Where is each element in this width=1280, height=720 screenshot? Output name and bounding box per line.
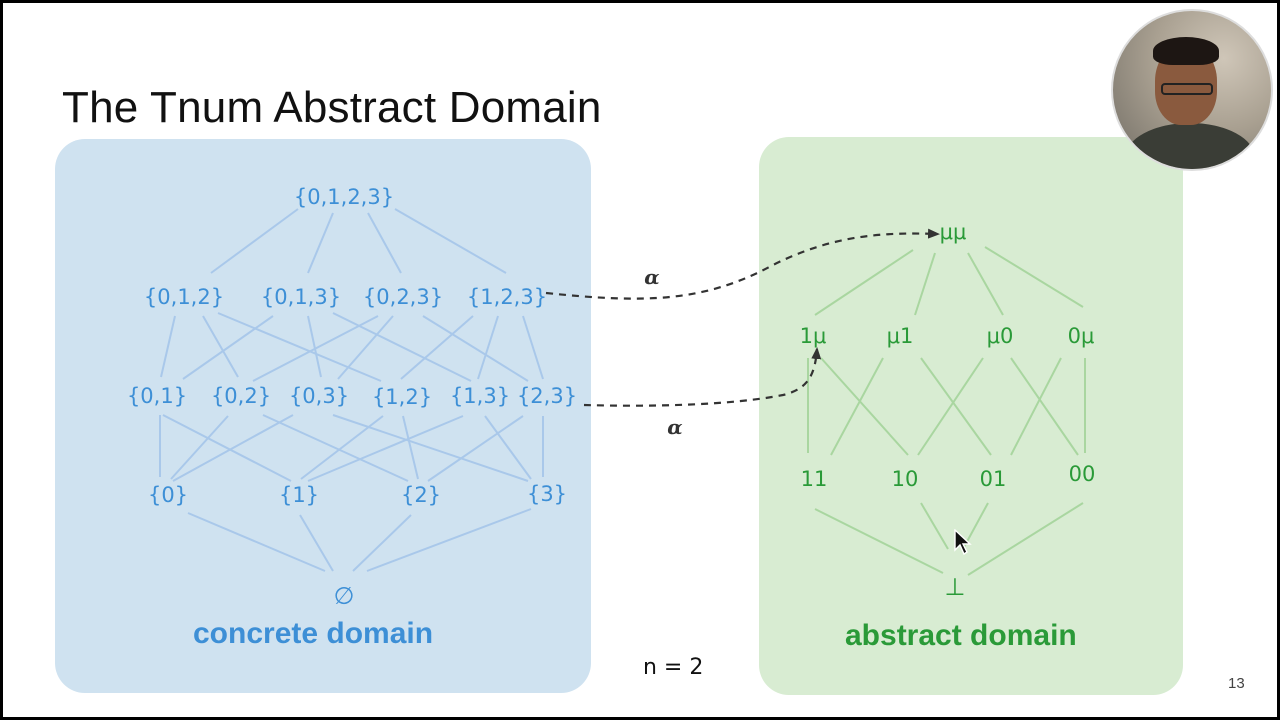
node-set-123: {1,2,3} <box>467 285 547 309</box>
node-tnum-0mu: 0μ <box>1068 324 1095 348</box>
node-set-12: {1,2} <box>372 385 432 409</box>
webcam-presenter <box>1111 9 1273 171</box>
concrete-nodes: {0,1,2,3} {0,1,2} {0,1,3} {0,2,3} {1,2,3… <box>127 185 577 610</box>
node-tnum-top: μμ <box>940 220 967 244</box>
alpha-arrow-23-to-1mu <box>583 347 822 407</box>
node-set-1: {1} <box>279 483 319 507</box>
bit-width-label: n = 2 <box>643 655 704 680</box>
abstract-domain-panel <box>759 137 1183 695</box>
node-empty-set: ∅ <box>334 582 355 610</box>
alpha-mappings: α α <box>545 228 940 439</box>
slide: The Tnum Abstract Domain <box>3 3 1277 717</box>
node-set-13: {1,3} <box>450 384 510 408</box>
lattice-diagram: {0,1,2,3} {0,1,2} {0,1,3} {0,2,3} {1,2,3… <box>127 185 1096 610</box>
node-tnum-00: 00 <box>1069 462 1096 486</box>
node-tnum-mu1: μ1 <box>887 324 914 348</box>
concrete-domain-label: concrete domain <box>193 617 434 650</box>
node-set-023: {0,2,3} <box>363 285 443 309</box>
node-set-2: {2} <box>401 483 441 507</box>
node-set-3: {3} <box>527 482 567 506</box>
node-set-0123: {0,1,2,3} <box>294 185 394 209</box>
node-set-01: {0,1} <box>127 384 187 408</box>
node-set-012: {0,1,2} <box>144 285 224 309</box>
node-tnum-11: 11 <box>801 467 828 491</box>
node-tnum-10: 10 <box>892 467 919 491</box>
node-set-03: {0,3} <box>289 384 349 408</box>
node-set-0: {0} <box>148 483 188 507</box>
node-tnum-1mu: 1μ <box>800 324 827 348</box>
alpha-label-2: α <box>667 415 682 439</box>
abstract-nodes: μμ 1μ μ1 μ0 0μ 11 10 01 00 ⊥ <box>800 220 1096 601</box>
abstract-domain-label: abstract domain <box>845 619 1077 652</box>
abstract-edges <box>807 246 1086 576</box>
slide-title: The Tnum Abstract Domain <box>62 83 602 132</box>
node-set-013: {0,1,3} <box>261 285 341 309</box>
node-set-02: {0,2} <box>211 384 271 408</box>
node-tnum-01: 01 <box>980 467 1007 491</box>
node-tnum-bottom: ⊥ <box>945 573 966 601</box>
node-set-23: {2,3} <box>517 384 577 408</box>
page-number: 13 <box>1228 675 1245 692</box>
concrete-domain-panel <box>55 139 591 693</box>
alpha-arrow-123-to-top <box>545 228 940 300</box>
alpha-label-1: α <box>644 265 659 289</box>
node-tnum-mu0: μ0 <box>987 324 1014 348</box>
mouse-cursor-icon <box>954 529 972 555</box>
concrete-edges <box>159 208 544 572</box>
